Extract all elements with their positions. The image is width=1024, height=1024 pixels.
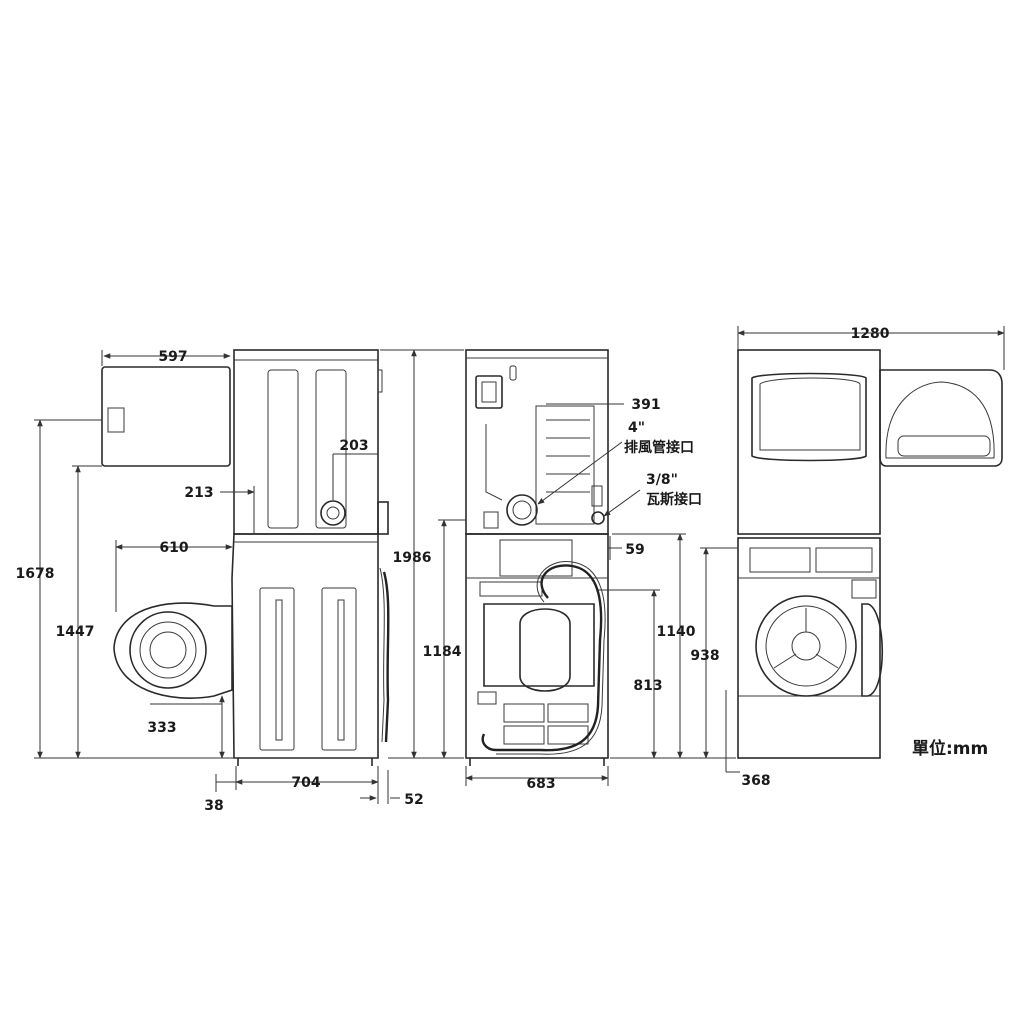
- washer-back-panel: [483, 603, 595, 687]
- dimension-labels: 597 1678 1447 213 203 610 333 704 38 52 …: [16, 326, 989, 814]
- back-view: [465, 349, 609, 766]
- dim-813: 813: [633, 678, 662, 694]
- dim-938: 938: [690, 648, 719, 664]
- dimension-lines: [34, 326, 1005, 804]
- washer-door-open-front: [861, 603, 883, 697]
- front-view: [737, 349, 1003, 759]
- dim-333: 333: [147, 720, 176, 736]
- vent-connection-label: 排風管接口: [624, 439, 694, 456]
- dim-610: 610: [159, 540, 188, 556]
- dim-1447: 1447: [56, 624, 95, 640]
- washer-door-open: [113, 602, 233, 699]
- dim-1184: 1184: [423, 644, 462, 660]
- dim-1678: 1678: [16, 566, 55, 582]
- gas-port-back: [591, 511, 605, 525]
- dim-597: 597: [158, 349, 187, 365]
- dryer-door-handle: [107, 407, 125, 433]
- dim-368: 368: [741, 773, 770, 789]
- vent-port-side: [320, 500, 346, 526]
- dryer-door-open: [101, 366, 231, 467]
- gas-size-label: 3/8": [646, 472, 678, 488]
- washer-cabinet-front: [737, 537, 881, 759]
- vent-size-label: 4": [628, 420, 645, 436]
- drain-hose-back: [481, 564, 603, 752]
- dryer-door-open-front: [879, 369, 1003, 467]
- dim-203: 203: [339, 438, 368, 454]
- side-view: [101, 349, 390, 766]
- washer-cabinet-back: [465, 533, 609, 759]
- dim-213: 213: [184, 485, 213, 501]
- dim-391: 391: [631, 397, 660, 413]
- vent-port-back: [506, 494, 538, 526]
- drain-hose-side: [382, 571, 390, 743]
- gas-connection-label: 瓦斯接口: [646, 491, 702, 508]
- dim-704: 704: [291, 775, 320, 791]
- washer-drum-front: [755, 595, 857, 697]
- dim-52: 52: [404, 792, 423, 808]
- washer-cabinet-side: [231, 533, 379, 759]
- dim-683: 683: [526, 776, 555, 792]
- dim-38: 38: [204, 798, 223, 814]
- unit-label: 單位:mm: [912, 738, 988, 759]
- dim-1986: 1986: [393, 550, 432, 566]
- dim-1140: 1140: [657, 624, 696, 640]
- dim-1280: 1280: [851, 326, 890, 342]
- dim-59: 59: [625, 542, 644, 558]
